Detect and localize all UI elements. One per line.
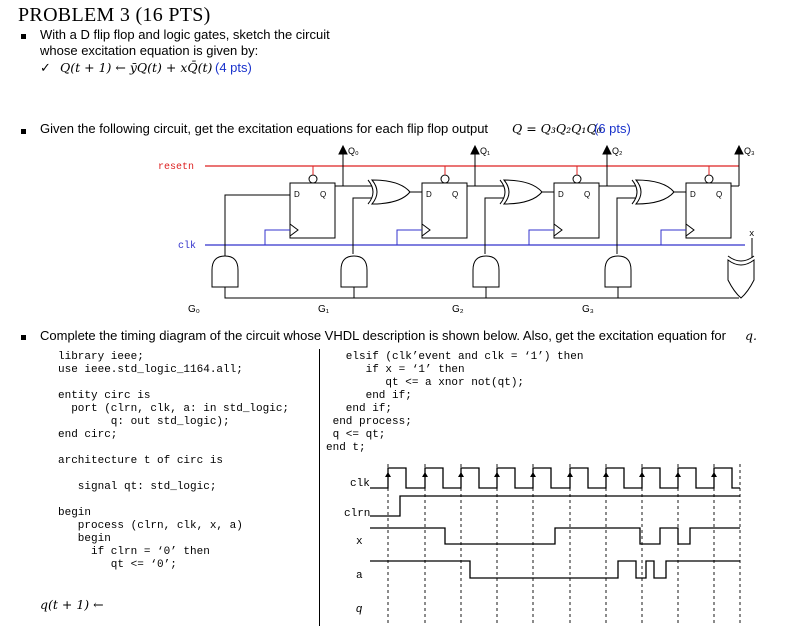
output-q1: Q₁ xyxy=(480,146,490,156)
svg-text:Q: Q xyxy=(452,190,458,199)
item1-points: (4 pts) xyxy=(215,60,252,75)
sig-label-a: a xyxy=(356,570,363,582)
svg-text:D: D xyxy=(294,190,300,199)
svg-text:Q: Q xyxy=(320,190,326,199)
bullet-icon xyxy=(21,335,26,340)
flip-flop-3: D Q xyxy=(685,166,732,239)
vhdl-code-right: elsif (clk’event and clk = ‘1’) then if … xyxy=(326,351,584,454)
check-icon: ✓ xyxy=(40,60,51,75)
xor-gate-1 xyxy=(367,179,411,205)
sig-label-x: x xyxy=(356,536,363,548)
code-divider xyxy=(319,349,320,455)
output-q2: Q₂ xyxy=(612,146,623,156)
item3-var: q. xyxy=(745,328,757,343)
item2-points: (6 pts) xyxy=(594,121,631,136)
flip-flop-2: D Q xyxy=(553,166,600,239)
answer-label: q(t + 1) ← xyxy=(40,597,104,612)
bullet-icon xyxy=(21,129,26,134)
and-gate-3 xyxy=(604,255,632,298)
sig-label-q: q xyxy=(356,603,363,615)
reset-label: resetn xyxy=(158,162,194,173)
gate-label-0: G₀ xyxy=(188,304,200,315)
input-x-label: x xyxy=(749,229,754,239)
timing-diagram: clk clrn x a q xyxy=(344,464,741,624)
flip-flop-1: D Q xyxy=(421,166,468,239)
output-q0: Q₀ xyxy=(348,146,359,156)
clk-waveform xyxy=(370,467,740,489)
output-q3: Q₃ xyxy=(744,146,755,156)
bullet-icon xyxy=(21,34,26,39)
gate-label-3: G₃ xyxy=(582,304,594,315)
xor-gate-2 xyxy=(499,179,543,205)
item3-text: Complete the timing diagram of the circu… xyxy=(40,328,726,343)
clk-label: clk xyxy=(178,240,196,252)
gate-label-1: G₁ xyxy=(318,304,330,315)
xor-gate-3 xyxy=(631,179,675,205)
page-title: PROBLEM 3 (16 PTS) xyxy=(18,4,211,26)
svg-text:Q: Q xyxy=(716,190,722,199)
and-gate-2 xyxy=(472,255,500,298)
xor-gate-out xyxy=(727,255,755,299)
a-waveform xyxy=(370,560,740,579)
sig-label-clk: clk xyxy=(350,478,370,490)
clrn-waveform xyxy=(370,495,740,517)
item1-equation: Q(t + 1) ← ȳQ(t) + xQ̄(t) xyxy=(60,60,213,75)
item2-equation: Q = Q₃Q₂Q₁Q₀ xyxy=(512,121,602,136)
item2-text: Given the following circuit, get the exc… xyxy=(40,121,489,136)
vhdl-code-left: library ieee; use ieee.std_logic_1164.al… xyxy=(58,351,290,571)
code-divider-lower xyxy=(319,454,320,626)
and-gate-0 xyxy=(211,255,239,298)
gate-label-2: G₂ xyxy=(452,304,464,315)
item1-line2: whose excitation equation is given by: xyxy=(40,43,259,58)
and-gate-1 xyxy=(340,255,368,298)
circuit-diagram: resetn clk D Q D Q D Q D Q xyxy=(158,144,755,315)
sig-label-clrn: clrn xyxy=(344,508,370,520)
svg-text:Q: Q xyxy=(584,190,590,199)
svg-text:D: D xyxy=(558,190,564,199)
svg-text:D: D xyxy=(426,190,432,199)
item1-line1: With a D flip flop and logic gates, sket… xyxy=(40,27,330,42)
svg-text:D: D xyxy=(690,190,696,199)
x-waveform xyxy=(370,527,740,545)
flip-flop-0: D Q xyxy=(289,166,336,239)
